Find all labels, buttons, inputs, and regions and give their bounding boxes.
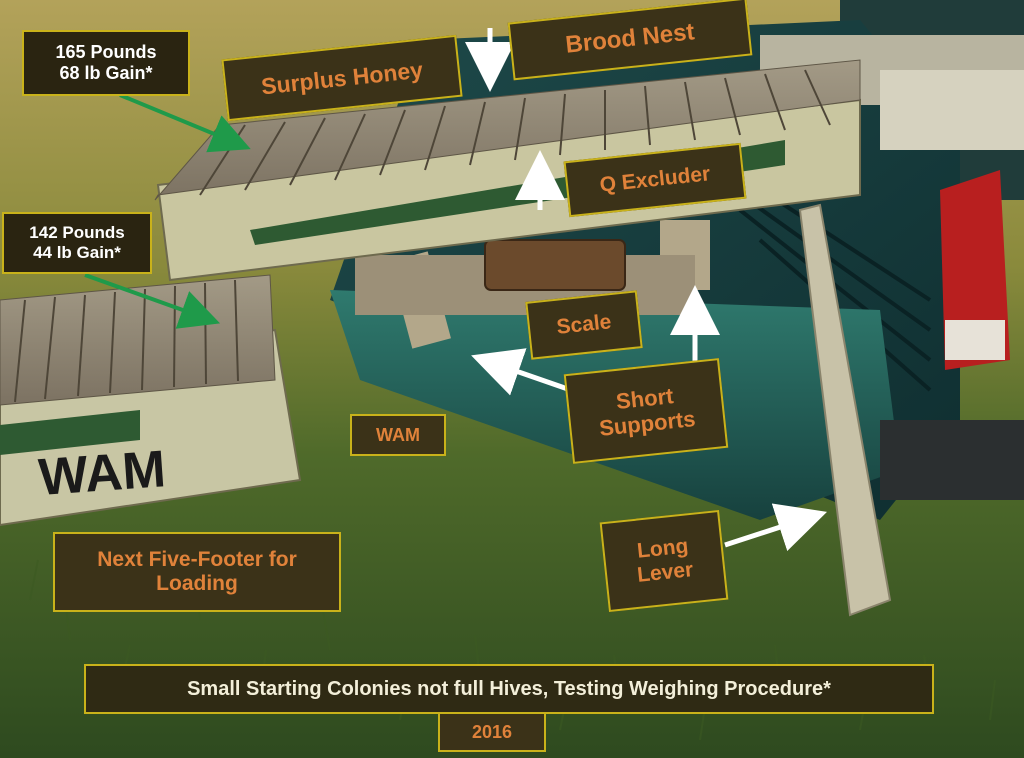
wam-label: WAM [350, 414, 446, 456]
next-five-line1: Next Five-Footer for [97, 547, 297, 571]
weight-main-value: 165 Pounds [55, 42, 157, 63]
short-supports-label: Short Supports [563, 358, 729, 464]
short-supports-line2: Supports [597, 405, 697, 441]
arrow-long-lever [724, 503, 828, 552]
truck-bumper [880, 420, 1024, 500]
rear-hive-frame [880, 70, 1024, 150]
digital-scale [484, 239, 626, 291]
main-hive-slats [199, 69, 831, 196]
taillight-lens [945, 320, 1005, 360]
gain-main-value: 68 lb Gain* [59, 63, 153, 83]
next-five-footer-label: Next Five-Footer for Loading [53, 532, 341, 612]
weight-label-left: 142 Pounds 44 lb Gain* [2, 212, 152, 274]
long-lever-label: Long Lever [599, 509, 729, 613]
weight-left-value: 142 Pounds [29, 223, 125, 243]
scale-label: Scale [525, 290, 643, 360]
weight-label-main: 165 Pounds 68 lb Gain* [22, 30, 190, 96]
next-five-line2: Loading [156, 572, 238, 595]
gain-left-value: 44 lb Gain* [33, 243, 121, 262]
long-lever-board [798, 203, 892, 617]
left-hive-rim [0, 410, 140, 455]
arrow-165-to-hive [119, 93, 251, 153]
left-hive-slats [14, 279, 239, 403]
long-lever-line2: Lever [636, 558, 695, 587]
hive-stencil-text: WAM [37, 440, 168, 507]
caption-label: Small Starting Colonies not full Hives, … [84, 664, 934, 714]
year-label: 2016 [438, 712, 546, 752]
arrow-142-to-hive [84, 273, 221, 329]
